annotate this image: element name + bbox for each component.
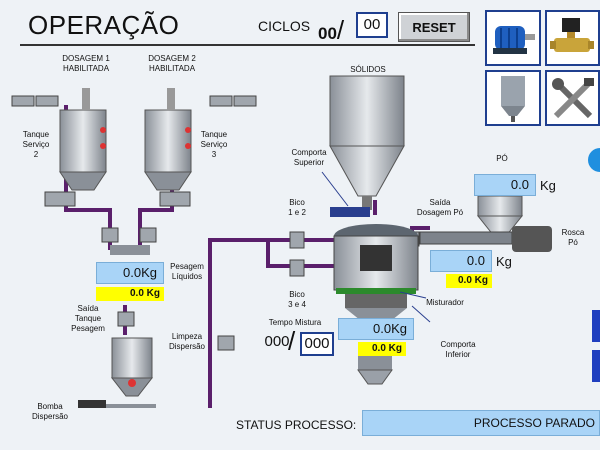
screw-weight-sub: 0.0 Kg: [446, 274, 492, 288]
mixer-weight-sub: 0.0 Kg: [358, 342, 406, 356]
tanque-2-line3: 2: [33, 150, 39, 159]
liquids-weight-display: 0.0Kg: [96, 262, 164, 284]
upper-gate: [330, 207, 370, 217]
tanque-2-label: Tanque Serviço 2: [18, 130, 54, 160]
saida-po-line2: Dosagem Pó: [416, 208, 464, 217]
tank-servico-2: [59, 88, 107, 191]
comporta-sup-line2: Superior: [293, 158, 325, 167]
tempo-mistura-label: Tempo Mistura: [268, 318, 322, 327]
solids-hopper: [329, 75, 405, 210]
saida-tanque-line2: Tanque: [74, 314, 102, 323]
limpeza-line2: Dispersão: [168, 342, 205, 351]
tanque-3-line2: Serviço: [200, 140, 228, 149]
tank-icon: [501, 76, 525, 122]
motor-icon: [493, 26, 535, 54]
bico-12-line2: 1 e 2: [288, 208, 306, 217]
tempo-separator: /: [288, 326, 296, 356]
mixer-weight-display: 0.0Kg: [338, 318, 414, 340]
tanque-3-line1: Tanque: [200, 130, 228, 139]
powder-hopper: [476, 195, 524, 237]
tanque-3-label: Tanque Serviço 3: [196, 130, 232, 160]
po-label: PÓ: [496, 154, 508, 163]
valve-nav-button[interactable]: [545, 10, 600, 66]
liquids-weight-sub: 0.0 Kg: [96, 287, 164, 301]
tempo-mistura-value: 000: [264, 333, 290, 350]
comporta-inferior-label: Comporta Inferior: [436, 340, 480, 360]
dosagem-2-label: DOSAGEM 2 HABILITADA: [148, 54, 196, 74]
comporta-sup-line1: Comporta: [291, 148, 327, 157]
tools-icon: [551, 78, 594, 119]
rosca-po-line2: Pó: [568, 238, 578, 247]
dispersion-tank: [110, 337, 154, 397]
cycles-value: 00/: [318, 15, 344, 46]
rosca-po-line1: Rosca: [561, 228, 585, 237]
tanque-2-line1: Tanque: [22, 130, 50, 139]
screw-weight-unit: Kg: [496, 254, 512, 269]
bico-12-label: Bico 1 e 2: [280, 198, 314, 218]
mixer-outlet: [357, 356, 393, 385]
bico-34-line1: Bico: [289, 290, 305, 299]
status-label: STATUS PROCESSO:: [236, 418, 357, 432]
tanque-3-line3: 3: [211, 150, 217, 159]
saida-tanque-line1: Saída: [77, 304, 99, 313]
saida-tanque-line3: Pesagem: [71, 324, 105, 333]
solidos-label: SÓLIDOS: [350, 65, 386, 74]
powder-scale-unit: Kg: [540, 178, 556, 193]
bico-34-line2: 3 e 4: [288, 300, 306, 309]
dosagem-2-line2: HABILITADA: [148, 64, 196, 73]
cycles-separator: /: [336, 15, 345, 45]
dosagem-1-label: DOSAGEM 1 HABILITADA: [62, 54, 110, 74]
tempo-mistura-target[interactable]: 000: [300, 332, 334, 356]
title-underline: [20, 44, 475, 46]
process-diagram: [11, 75, 552, 408]
comporta-superior-label: Comporta Superior: [284, 148, 334, 168]
mixer: [333, 224, 419, 320]
cycles-count: 00: [318, 24, 337, 43]
bico-12-line1: Bico: [289, 198, 305, 207]
page-title: OPERAÇÃO: [28, 10, 180, 40]
side-tab-1[interactable]: [592, 310, 600, 342]
limpeza-line1: Limpeza: [171, 332, 203, 341]
saida-po-line1: Saída: [429, 198, 451, 207]
pesagem-liq-line2: Líquidos: [171, 272, 203, 281]
tank-nav-button[interactable]: [485, 70, 541, 126]
saida-po-label: Saída Dosagem Pó: [412, 198, 468, 218]
tools-nav-button[interactable]: [545, 70, 600, 126]
valve-icon: [549, 18, 594, 52]
motor-nav-button[interactable]: [485, 10, 541, 66]
side-tab-2[interactable]: [592, 350, 600, 382]
misturador-label: Misturador: [426, 298, 464, 307]
bomba-line1: Bomba: [37, 402, 63, 411]
comporta-inf-line1: Comporta: [440, 340, 476, 349]
limpeza-label: Limpeza Dispersão: [164, 332, 210, 352]
screw-weight-display: 0.0: [430, 250, 492, 272]
status-value: PROCESSO PARADO: [362, 410, 600, 436]
tanque-2-line2: Serviço: [22, 140, 50, 149]
powder-scale-display: 0.0: [474, 174, 536, 196]
bomba-line2: Dispersão: [31, 412, 68, 421]
cycles-label: CICLOS: [258, 18, 311, 34]
pesagem-liq-line1: Pesagem: [170, 262, 204, 271]
saida-tanque-label: Saída Tanque Pesagem: [68, 304, 108, 334]
tank-servico-3: [144, 88, 192, 191]
dosagem-1-line1: DOSAGEM 1: [62, 54, 110, 63]
pesagem-liquidos-label: Pesagem Líquidos: [166, 262, 208, 282]
screw-conveyor: [419, 226, 552, 252]
info-icon[interactable]: [588, 148, 600, 172]
rosca-po-label: Rosca Pó: [556, 228, 590, 248]
dosagem-1-line2: HABILITADA: [62, 64, 110, 73]
bico-34-label: Bico 3 e 4: [280, 290, 314, 310]
dosagem-2-line1: DOSAGEM 2: [148, 54, 196, 63]
comporta-inf-line2: Inferior: [445, 350, 471, 359]
pump-dispersion: [78, 400, 156, 408]
reset-button[interactable]: RESET: [398, 12, 470, 42]
bomba-label: Bomba Dispersão: [30, 402, 70, 422]
cycles-target-field[interactable]: 00: [356, 12, 388, 38]
